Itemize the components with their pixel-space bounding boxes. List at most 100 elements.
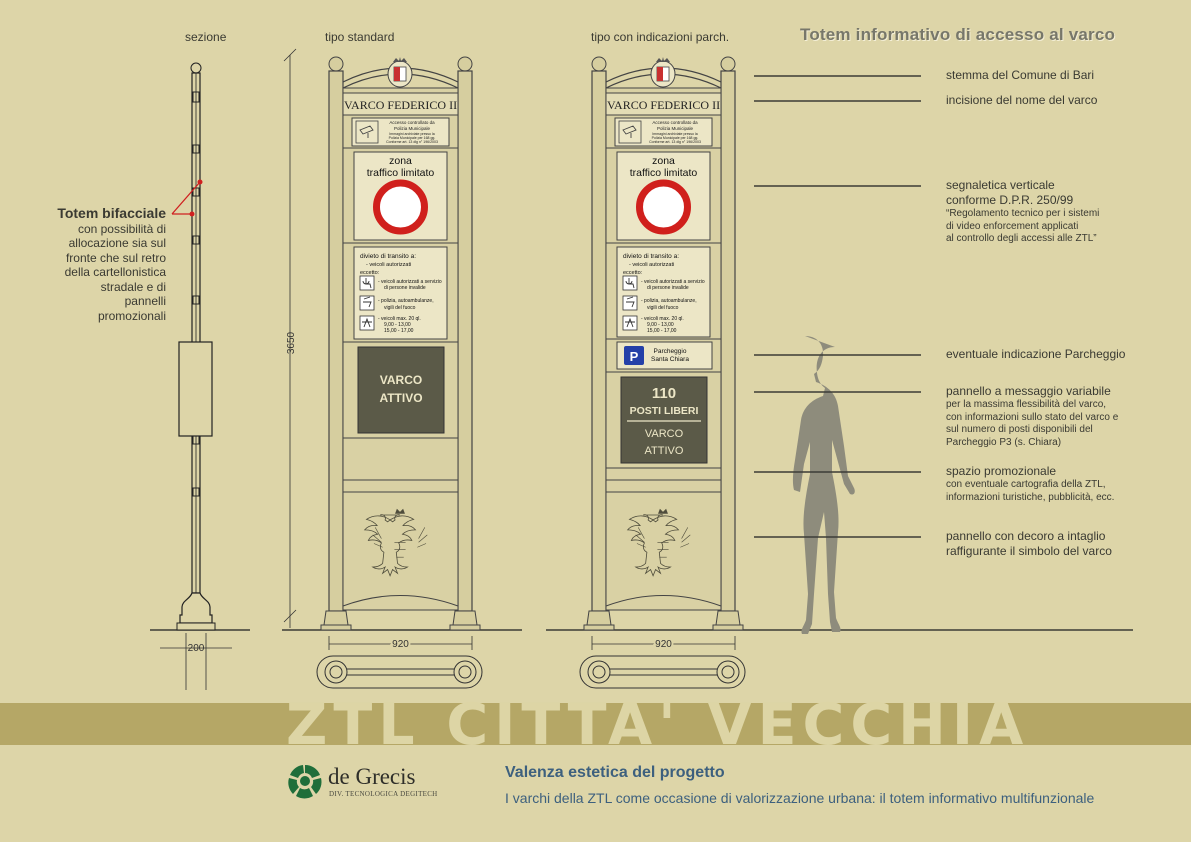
exception-1: - veicoli autorizzati a servizio [641, 279, 705, 285]
note-signage-title: conforme D.P.R. 250/99 [946, 193, 1074, 207]
rules-head: divieto di transito a: [623, 253, 679, 260]
parking-totem [583, 56, 744, 631]
note-decor-title: pannello con decoro a intaglio [946, 529, 1106, 543]
bifacial-note: Totem bifacciale con possibilità di allo… [20, 206, 166, 323]
exception-2: - polizia, autoambulanze, [378, 298, 434, 304]
notice-line: Polizia Municipale per 168 gg. [652, 136, 699, 140]
notice-line: Polizia Municipale [657, 126, 694, 131]
note-vms-title: pannello a messaggio variabile [946, 384, 1111, 398]
zone-label: traffico limitato [367, 167, 435, 179]
degrecis-logo-name: de Grecis [328, 764, 416, 789]
human-silhouette [792, 336, 855, 634]
rules-except: eccetto: [623, 270, 643, 276]
page-title: Totem informativo di accesso al varco [800, 25, 1116, 44]
notice-line: Conforme art. 13 dlg n° 196/2003 [649, 140, 701, 144]
exception-2: - polizia, autoambulanze, [641, 298, 697, 304]
note-vms-body: Parcheggio P3 (s. Chiara) [946, 436, 1062, 448]
note-crest: stemma del Comune di Bari [946, 68, 1095, 82]
notice-line: Immagini archiviate presso la [389, 132, 434, 136]
footer-subtitle: I varchi della ZTL come occasione di val… [505, 790, 1095, 806]
bifacial-note-line: promozionali [97, 308, 166, 323]
bifacial-note-line: stradale e di [100, 279, 166, 294]
parking-icon: P [630, 349, 639, 364]
parking-view-label: tipo con indicazioni parch. [591, 30, 730, 44]
bifacial-note-line: pannelli [124, 294, 166, 308]
bifacial-note-line: con possibilità di [77, 221, 166, 236]
title-band [0, 703, 1191, 745]
note-signage: segnaletica verticale conforme D.P.R. 25… [946, 178, 1099, 246]
exception-2: vigili del fuoco [384, 305, 416, 311]
note-signage-title: segnaletica verticale [946, 178, 1055, 192]
exception-2: vigili del fuoco [647, 305, 679, 311]
note-decor: pannello con decoro a intaglio raffigura… [946, 529, 1112, 559]
bifacial-note-line: allocazione sia sul [68, 236, 166, 250]
notice-line: Conforme art. 13 dlg n° 196/2003 [386, 140, 438, 144]
exception-1: di persone invalide [647, 285, 689, 291]
exception-3: - veicoli max. 20 ql. [641, 316, 684, 322]
note-vms-body: per la massima flessibilità del varco, [946, 399, 1107, 410]
bifacial-note-line: fronte che sul retro [65, 250, 166, 265]
vms-free-count: 110 [652, 385, 676, 402]
vms-free-label: POSTI LIBERI [630, 405, 699, 417]
notice-line: Polizia Municipale [394, 126, 431, 131]
vms-status: VARCO [380, 373, 422, 387]
standard-plan-view [316, 655, 483, 689]
parking-width-dimension [591, 636, 736, 650]
exception-1: di persone invalide [384, 285, 426, 291]
rules-sub: - veicoli autorizzati [366, 262, 411, 268]
vms-status: VARCO [645, 428, 684, 440]
parking-width-dim-label: 920 [655, 639, 672, 650]
standard-view-label: tipo standard [325, 30, 395, 44]
zone-label: zona [652, 155, 675, 167]
note-vms: pannello a messaggio variabile per la ma… [946, 384, 1136, 449]
standard-width-dim-label: 920 [392, 639, 409, 650]
height-dim-label: 3650 [286, 331, 297, 354]
note-vms-body: con informazioni sullo stato del varco e [946, 411, 1119, 423]
exception-3: 9,00 - 13,00 [384, 322, 411, 328]
note-promo-title: spazio promozionale [946, 464, 1057, 478]
section-width-dim: 200 [188, 643, 205, 654]
vms-status: ATTIVO [645, 445, 684, 457]
note-signage-body: al controllo degli accessi alle ZTL” [946, 233, 1097, 244]
exception-3: - veicoli max. 20 ql. [378, 316, 421, 322]
exception-1: - veicoli autorizzati a servizio [378, 279, 442, 285]
band-title: ZTL CITTA' VECCHIA [286, 692, 1030, 758]
exception-3: 15,00 - 17,00 [647, 328, 677, 334]
notice-line: Accesso controllato da [389, 120, 435, 125]
degrecis-logo-sub: DIV. TECNOLOGICA DEGITECH [329, 790, 438, 798]
note-vms-body: sul numero di posti disponibili del [946, 424, 1093, 435]
rules-sub: - veicoli autorizzati [629, 262, 674, 268]
footer-title: Valenza estetica del progetto [505, 764, 725, 781]
gate-name: VARCO FEDERICO II [344, 98, 457, 112]
gate-name: VARCO FEDERICO II [607, 98, 720, 112]
notice-line: Immagini archiviate presso la [652, 132, 697, 136]
note-promo-body: informazioni turistiche, pubblicità, ecc… [946, 491, 1115, 503]
parking-name: Santa Chiara [651, 356, 689, 363]
note-signage-body: di video enforcement applicati [946, 220, 1079, 232]
section-view [160, 62, 232, 690]
section-view-label: sezione [185, 30, 227, 44]
rules-except: eccetto: [360, 270, 380, 276]
exception-3: 15,00 - 17,00 [384, 328, 414, 334]
degrecis-logo-icon [288, 764, 322, 799]
zone-label: traffico limitato [630, 167, 698, 179]
zone-label: zona [389, 155, 412, 167]
note-promo-body: con eventuale cartografia della ZTL, [946, 479, 1106, 490]
note-decor-title: raffigurante il simbolo del varco [946, 544, 1112, 558]
height-dimension [283, 48, 297, 628]
note-parking: eventuale indicazione Parcheggio [946, 347, 1126, 361]
notice-line: Accesso controllato da [652, 120, 698, 125]
standard-width-dimension [328, 636, 473, 650]
standard-totem [320, 56, 481, 631]
note-engraving: incisione del nome del varco [946, 93, 1098, 107]
bifacial-note-line: della cartellonistica [64, 265, 166, 279]
rules-head: divieto di transito a: [360, 253, 416, 260]
parking-plan-view [579, 655, 746, 689]
note-promo: spazio promozionale con eventuale cartog… [946, 464, 1114, 504]
notice-line: Polizia Municipale per 168 gg. [389, 136, 436, 140]
exception-3: 9,00 - 13,00 [647, 322, 674, 328]
parking-name: Parcheggio [654, 348, 687, 355]
bifacial-note-title: Totem bifacciale [57, 205, 166, 221]
note-signage-body: “Regolamento tecnico per i sistemi [946, 208, 1100, 219]
